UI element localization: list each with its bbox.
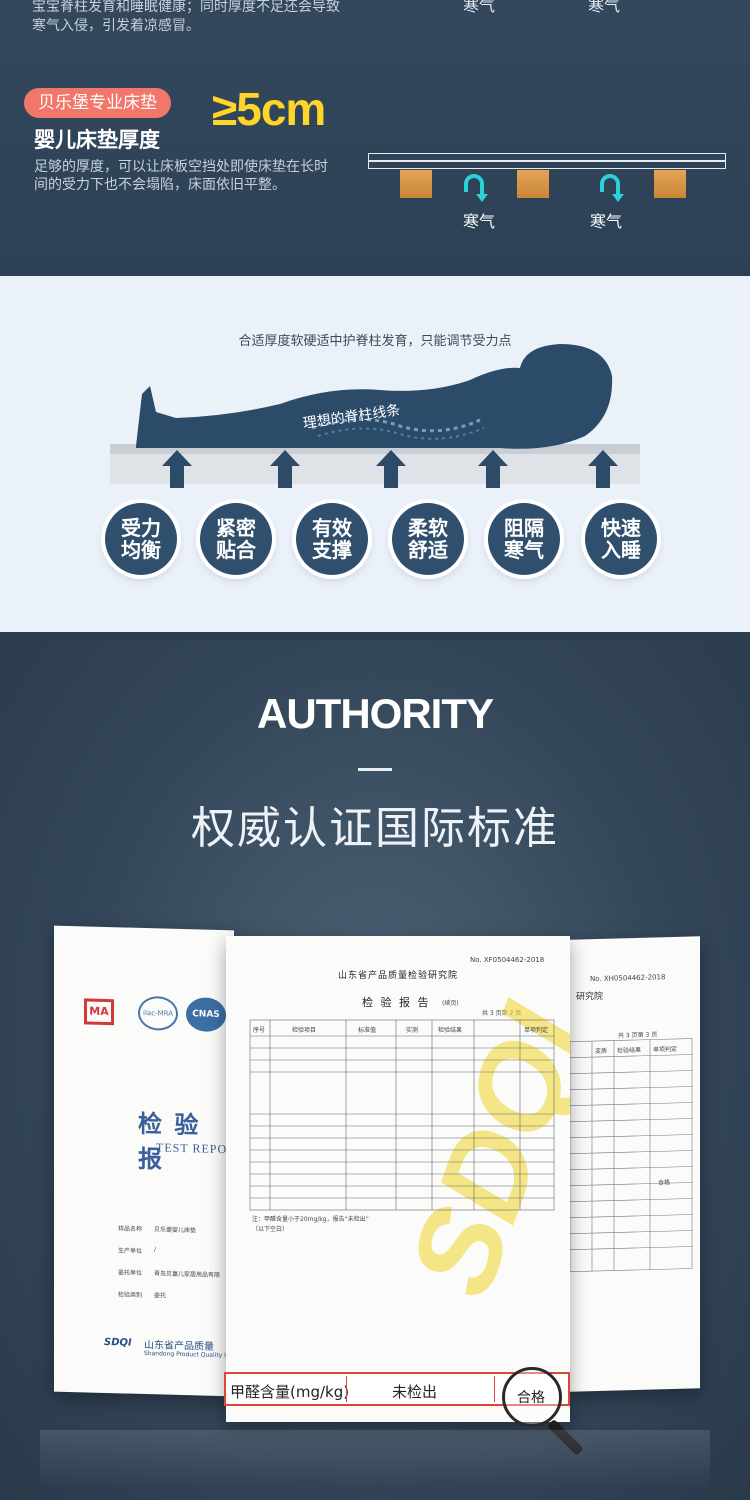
feature-fast-sleep: 快速入睡 <box>585 503 657 575</box>
cold-label-1: 寒气 <box>463 212 496 231</box>
top-cold-label-1: 寒气 <box>463 0 496 15</box>
floor-reflection <box>40 1430 710 1490</box>
authority-subtitle: 权威认证国际标准 <box>191 803 559 854</box>
cma-mark: MA <box>84 998 114 1026</box>
cold-label-2: 寒气 <box>590 212 623 231</box>
report-title: 检 验 报 告 <box>362 996 431 1009</box>
baby-silhouette <box>136 344 613 449</box>
sdqi-logo: SDQI <box>104 1336 132 1349</box>
cover-title-en: TEST REPO <box>156 1140 228 1157</box>
institute-name: 山东省产品质量检验研究院 <box>337 971 458 981</box>
inspection-report-document: No. XF0504462-2018 山东省产品质量检验研究院 检 验 报 告 … <box>226 936 570 1422</box>
mattress-top-layer <box>368 153 726 161</box>
right-report-table: SDQI <box>570 1038 693 1273</box>
callout-item: 甲醛含量(mg/kg) <box>230 1383 350 1401</box>
callout-verdict: 合格 <box>517 1390 545 1406</box>
report-page3-document: No. XH0504462-2018 研究院 共 3 页第 3 页 <box>570 936 700 1392</box>
mattress-bottom-layer <box>368 161 726 169</box>
baby-spine-illustration: 理想的脊柱线条 <box>110 344 640 488</box>
cover-title: 检 验 报 <box>138 1109 201 1174</box>
spine-caption: 合适厚度软硬适中护脊柱发育，只能调节受力点 <box>238 334 512 349</box>
report-note: 注：甲醛含量小于20mg/kg，报告“未检出” <box>252 1216 369 1223</box>
authority-title: AUTHORITY <box>257 690 494 737</box>
feature-close-fit: 紧密贴合 <box>200 503 272 575</box>
report-cover-document: MA ilac-MRA CNAS 检 验 报 TEST REPO 样品名称 贝乐… <box>54 925 234 1397</box>
support-arrow-icons <box>162 450 618 488</box>
title-divider <box>358 768 392 771</box>
feature-balance: 受力均衡 <box>105 503 177 575</box>
authority-section: AUTHORITY 权威认证国际标准 MA ilac-MRA CNAS 检 验 … <box>0 640 750 1500</box>
spine-support-section: 合适厚度软硬适中护脊柱发育，只能调节受力点 理想的脊柱线条 受力均衡 紧密贴合 … <box>0 276 750 632</box>
top-description: 宝宝脊柱发育和睡眠健康；同时厚度不足还会导致寒气入侵，引发着凉感冒。 <box>32 0 340 34</box>
ilac-mark: ilac-MRA <box>138 995 178 1031</box>
bed-slat <box>654 170 686 198</box>
cold-block-arrow-icon <box>464 174 488 202</box>
cold-block-arrow-icon <box>600 174 624 202</box>
feature-block-cold: 阻隔寒气 <box>488 503 560 575</box>
magnifier-icon <box>502 1367 562 1427</box>
brand-badge: 贝乐堡专业床垫 <box>24 88 171 118</box>
feature-support: 有效支撑 <box>296 503 368 575</box>
callout-result: 未检出 <box>392 1383 438 1401</box>
thickness-title: 婴儿床垫厚度 <box>34 128 160 152</box>
thickness-section: 宝宝脊柱发育和睡眠健康；同时厚度不足还会导致寒气入侵，引发着凉感冒。 寒气 寒气… <box>0 0 750 270</box>
feature-soft-comfort: 柔软舒适 <box>392 503 464 575</box>
thickness-description: 足够的厚度，可以让床板空挡处即使床垫在长时间的受力下也不会塌陷，床面依旧平整。 <box>34 159 328 193</box>
bed-slat <box>517 170 549 198</box>
cover-footer-en: Shandong Product Quality Ins <box>144 1350 233 1360</box>
report-table: SDQI <box>249 988 570 1312</box>
top-cold-label-2: 寒气 <box>588 0 621 15</box>
cnas-mark: CNAS <box>186 997 226 1033</box>
report-number: No. XF0504462-2018 <box>470 956 545 964</box>
report-end: （以下空白） <box>252 1226 289 1233</box>
thickness-value: ≥5cm <box>212 83 326 135</box>
bed-slat <box>400 170 432 198</box>
